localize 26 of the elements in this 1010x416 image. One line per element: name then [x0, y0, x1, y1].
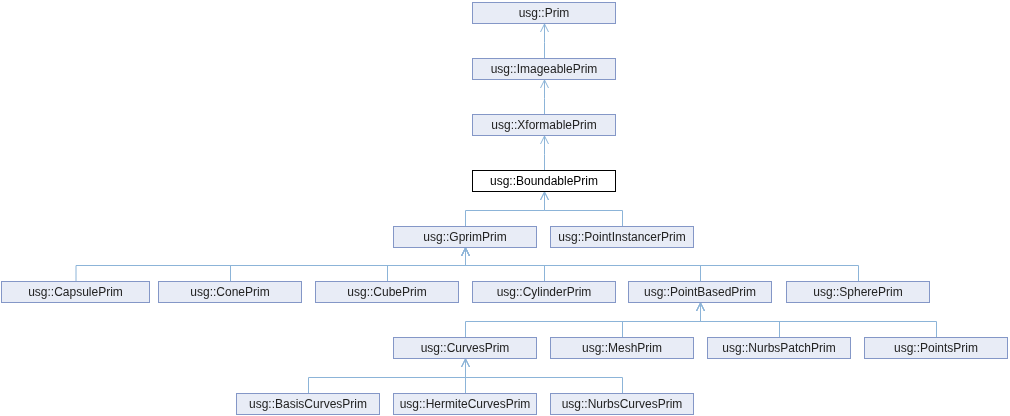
class-box: usg::Prim — [472, 2, 616, 24]
inheritance-arrow — [461, 247, 859, 282]
inheritance-arrow — [540, 79, 549, 115]
class-box: usg::MeshPrim — [550, 337, 694, 359]
inheritance-arrow — [540, 23, 549, 59]
class-box: usg::GprimPrim — [393, 226, 537, 248]
class-box: usg::PointsPrim — [864, 337, 1008, 359]
class-box: usg::CylinderPrim — [472, 281, 616, 303]
class-box: usg::SpherePrim — [786, 281, 930, 303]
class-box: usg::NurbsPatchPrim — [707, 337, 851, 359]
class-box: usg::PointBasedPrim — [628, 281, 772, 303]
highlighted-class-box: usg::BoundablePrim — [472, 170, 616, 192]
class-box: usg::NurbsCurvesPrim — [550, 393, 694, 415]
class-box: usg::XformablePrim — [472, 114, 616, 136]
class-box: usg::CurvesPrim — [393, 337, 537, 359]
class-box: usg::ImageablePrim — [472, 58, 616, 80]
inheritance-arrow — [696, 302, 937, 338]
inheritance-arrow — [461, 358, 623, 394]
class-box: usg::CubePrim — [315, 281, 459, 303]
class-box: usg::ConePrim — [158, 281, 302, 303]
inheritance-arrow — [540, 191, 623, 227]
class-box: usg::BasisCurvesPrim — [236, 393, 380, 415]
class-box: usg::PointInstancerPrim — [550, 226, 694, 248]
inheritance-arrow — [540, 135, 549, 171]
class-box: usg::CapsulePrim — [1, 281, 150, 303]
class-box: usg::HermiteCurvesPrim — [393, 393, 537, 415]
